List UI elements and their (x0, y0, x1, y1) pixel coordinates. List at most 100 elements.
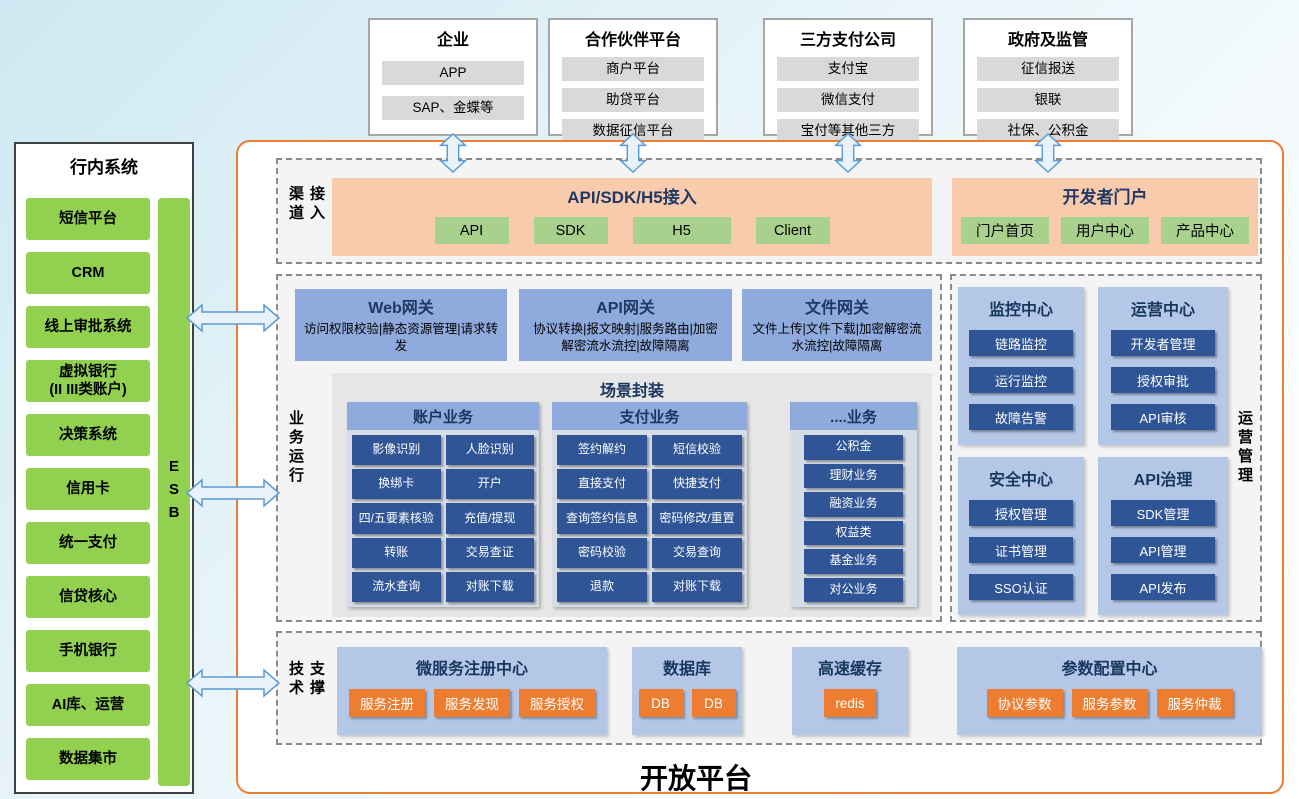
service-chip: 对账下载 (445, 571, 534, 603)
db-chip: DB (638, 689, 683, 717)
other-business-title: ....业务 (790, 402, 917, 430)
service-chip: 流水查询 (352, 571, 441, 603)
center-chip: 开发者管理 (1111, 330, 1215, 356)
parameter-config-title: 参数配置中心 (1061, 661, 1158, 678)
operations-management-label: 运营管理 (1236, 410, 1253, 486)
external-item: SAP、金蝶等 (382, 96, 524, 120)
file-gateway-title: 文件网关 (804, 300, 869, 317)
scene-encapsulation-box: 场景封装 账户业务 影像识别 换绑卡 四/五要素核验 转账 流水查询 人脸识别 … (332, 373, 932, 617)
api-governance-title: API治理 (1133, 472, 1193, 489)
parameter-config-box: 参数配置中心 协议参数 服务参数 服务仲裁 (957, 647, 1262, 735)
service-chip: 人脸识别 (445, 435, 534, 466)
api-gateway-box: API网关 协议转换|报文映射|服务路由|加密解密流水流控|故障隔离 (519, 289, 732, 361)
other-business-module: ....业务 公积金 理财业务 融资业务 权益类 基金业务 对公业务 (790, 402, 917, 607)
account-business-title: 账户业务 (347, 402, 539, 430)
cache-box: 高速缓存 redis (792, 647, 908, 735)
api-gateway-title: API网关 (596, 300, 655, 317)
service-chip: 交易查证 (445, 537, 534, 568)
parameter-config-buttons: 协议参数 服务参数 服务仲裁 (986, 689, 1233, 717)
monitoring-center-title: 监控中心 (988, 302, 1053, 319)
service-chip: 基金业务 (804, 549, 903, 574)
account-col-1: 影像识别 换绑卡 四/五要素核验 转账 流水查询 (352, 435, 441, 603)
platform-title: 开放平台 (639, 763, 752, 794)
service-chip: 换绑卡 (352, 469, 441, 500)
horizontal-double-arrow-icon (186, 478, 280, 508)
internal-system-item: CRM (26, 252, 150, 294)
horizontal-double-arrow-icon (186, 668, 280, 698)
database-box: 数据库 DB DB (632, 647, 742, 735)
access-buttons: API SDK H5 Client (434, 217, 830, 244)
operation-center-buttons: 开发者管理 授权审批 API审核 (1111, 330, 1215, 430)
internal-system-item: AI库、运营 (26, 684, 150, 726)
internal-system-item: 信贷核心 (26, 576, 150, 618)
business-operation-section: 业务运行 Web网关 访问权限校验|静态资源管理|请求转发 API网关 协议转换… (276, 274, 942, 622)
external-box-partner-platform: 合作伙伴平台 商户平台 助贷平台 数据征信平台 (548, 18, 718, 143)
account-business-body: 影像识别 换绑卡 四/五要素核验 转账 流水查询 人脸识别 开户 充值/提现 交… (347, 430, 539, 607)
horizontal-double-arrow-icon (186, 303, 280, 333)
database-title: 数据库 (662, 661, 711, 678)
tech-chip: 协议参数 (986, 689, 1063, 717)
external-box-third-party-payment: 三方支付公司 支付宝 微信支付 宝付等其他三方 (763, 18, 933, 143)
external-item: 助贷平台 (562, 88, 704, 112)
internal-system-item: 信用卡 (26, 468, 150, 510)
monitoring-center-buttons: 链路监控 运行监控 故障告警 (969, 330, 1073, 430)
technical-support-label: 技术支撑 (287, 660, 325, 699)
internal-systems-title: 行内系统 (70, 158, 138, 177)
service-chip: 转账 (352, 537, 441, 568)
cache-buttons: redis (824, 689, 876, 717)
payment-business-body: 签约解约 直接支付 查询签约信息 密码校验 退款 短信校验 快捷支付 密码修改/… (552, 430, 747, 607)
internal-system-item: 数据集市 (26, 738, 150, 780)
access-button: Client (755, 217, 830, 244)
api-gateway-desc: 协议转换|报文映射|服务路由|加密解密流水流控|故障隔离 (533, 322, 718, 353)
service-chip: 融资业务 (804, 492, 903, 517)
security-center-title: 安全中心 (988, 472, 1053, 489)
center-chip: 授权管理 (969, 500, 1073, 526)
external-item: 微信支付 (777, 88, 919, 112)
payment-col-2: 短信校验 快捷支付 密码修改/重置 交易查询 对账下载 (652, 435, 742, 603)
service-chip: 理财业务 (804, 463, 903, 488)
center-chip: SDK管理 (1111, 500, 1215, 526)
operation-center-title: 运营中心 (1130, 302, 1195, 319)
center-chip: 故障告警 (969, 404, 1073, 430)
external-box-title: 三方支付公司 (799, 32, 896, 49)
other-business-body: 公积金 理财业务 融资业务 权益类 基金业务 对公业务 (790, 430, 917, 607)
internal-system-item: 线上审批系统 (26, 306, 150, 348)
monitoring-center-box: 监控中心 链路监控 运行监控 故障告警 (958, 287, 1084, 445)
external-box-enterprise: 企业 APP SAP、金蝶等 (368, 18, 538, 136)
redis-chip: redis (824, 689, 876, 717)
payment-business-module: 支付业务 签约解约 直接支付 查询签约信息 密码校验 退款 短信校验 快捷支付 … (552, 402, 747, 607)
service-chip: 对公业务 (804, 577, 903, 602)
microservice-registry-buttons: 服务注册 服务发现 服务授权 (349, 689, 595, 717)
external-item: 商户平台 (562, 57, 704, 81)
api-governance-box: API治理 SDK管理 API管理 API发布 (1098, 457, 1228, 615)
service-chip: 公积金 (804, 435, 903, 460)
file-gateway-box: 文件网关 文件上传|文件下载|加密解密流水流控|故障隔离 (742, 289, 932, 361)
payment-business-title: 支付业务 (552, 402, 747, 430)
db-chip: DB (691, 689, 736, 717)
other-col-1: 公积金 理财业务 融资业务 权益类 基金业务 对公业务 (804, 435, 903, 602)
scene-encapsulation-title: 场景封装 (599, 383, 664, 400)
service-chip: 快捷支付 (652, 469, 742, 500)
external-item: APP (382, 61, 524, 85)
portal-buttons: 门户首页 用户中心 产品中心 (961, 217, 1249, 244)
web-gateway-title: Web网关 (368, 300, 434, 317)
access-button: SDK (533, 217, 608, 244)
web-gateway-desc: 访问权限校验|静态资源管理|请求转发 (304, 322, 498, 353)
center-chip: SSO认证 (969, 574, 1073, 600)
internal-system-item: 手机银行 (26, 630, 150, 672)
service-chip: 影像识别 (352, 435, 441, 466)
file-gateway-desc: 文件上传|文件下载|加密解密流水流控|故障隔离 (752, 322, 922, 353)
vertical-double-arrow-icon (619, 133, 647, 173)
internal-systems-list: 短信平台 CRM 线上审批系统 虚拟银行 (II III类账户) 决策系统 信用… (26, 198, 150, 780)
external-box-government-regulator: 政府及监管 征信报送 银联 社保、公积金 (963, 18, 1133, 143)
channel-access-label: 渠道接入 (287, 185, 325, 224)
payment-col-1: 签约解约 直接支付 查询签约信息 密码校验 退款 (557, 435, 647, 603)
channel-access-section: 渠道接入 API/SDK/H5接入 API SDK H5 Client 开发者门… (276, 158, 1262, 264)
center-chip: API发布 (1111, 574, 1215, 600)
service-chip: 开户 (445, 469, 534, 500)
api-governance-buttons: SDK管理 API管理 API发布 (1111, 500, 1215, 600)
web-gateway-box: Web网关 访问权限校验|静态资源管理|请求转发 (295, 289, 507, 361)
developer-portal-box: 开发者门户 门户首页 用户中心 产品中心 (952, 178, 1258, 256)
esb-bus: ESB (158, 198, 190, 786)
